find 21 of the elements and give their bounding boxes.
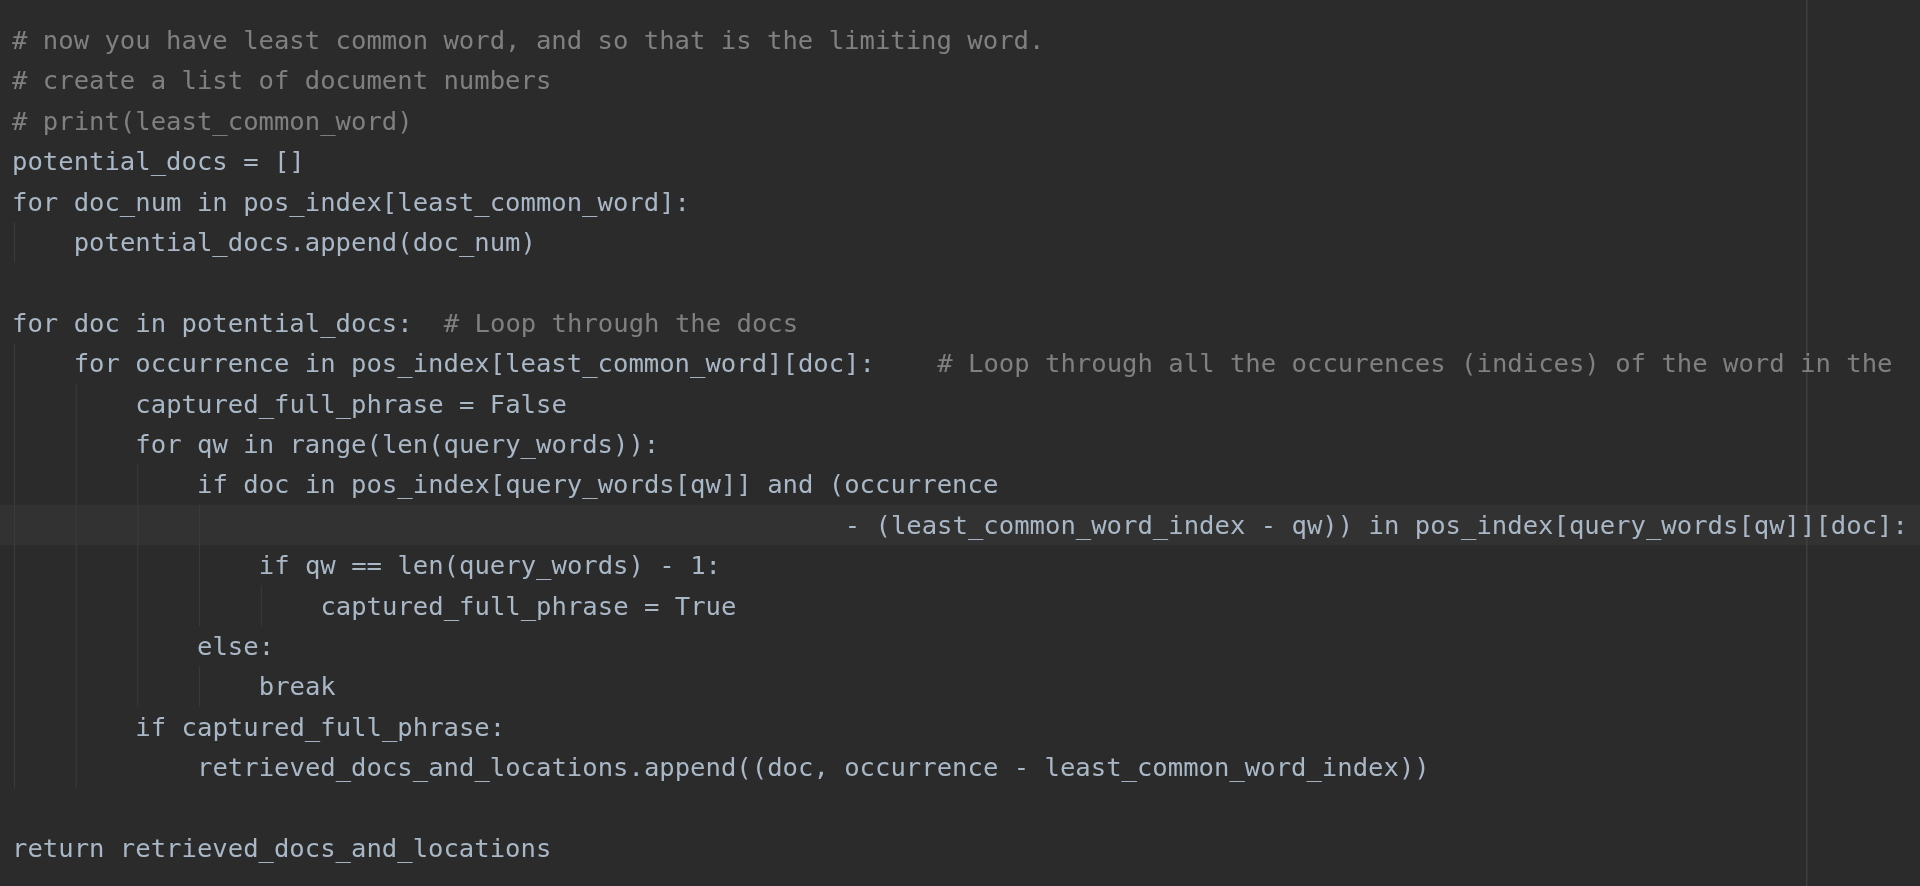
code-line: for doc in potential_docs: (12, 306, 413, 339)
code-line: captured_full_phrase = True (320, 589, 737, 622)
code-line: potential_docs = [] (12, 145, 305, 178)
code-line: return retrieved_docs_and_locations (12, 832, 552, 864)
code-line: retrieved_docs_and_locations.append((doc, occurrence - least_common_word_index)) (197, 751, 1430, 784)
code-line: for occurrence in pos_index[least_common_word][doc]: (73, 347, 875, 380)
code-line: if qw == len(query_words) - 1: (258, 549, 721, 582)
code-line: - (least_common_word_index - qw)) in pos_index[query_words[qw]][doc]: (844, 508, 1908, 541)
code-line: for doc_num in pos_index[least_common_word]: (12, 185, 690, 218)
code-comment: # create a list of document numbers (12, 64, 552, 97)
code-comment: # print(least_common_word) (12, 104, 413, 137)
code-line: potential_docs.append(doc_num) (73, 226, 536, 258)
code-line: break (258, 670, 336, 703)
code-line: else: (197, 630, 275, 662)
code-line: if doc in pos_index[query_words[qw]] and (occurrence (197, 468, 999, 501)
code-comment: # Loop through the docs (443, 306, 799, 339)
code-line: if captured_full_phrase: (135, 710, 506, 743)
code-line: for qw in range(len(query_words)): (135, 428, 660, 460)
code-comment: # Loop through all the occurences (indices) of the word in the (937, 347, 1893, 380)
code-line: captured_full_phrase = False (135, 387, 567, 420)
code-comment: # now you have least common word, and so that is the limiting word. (12, 24, 1045, 56)
